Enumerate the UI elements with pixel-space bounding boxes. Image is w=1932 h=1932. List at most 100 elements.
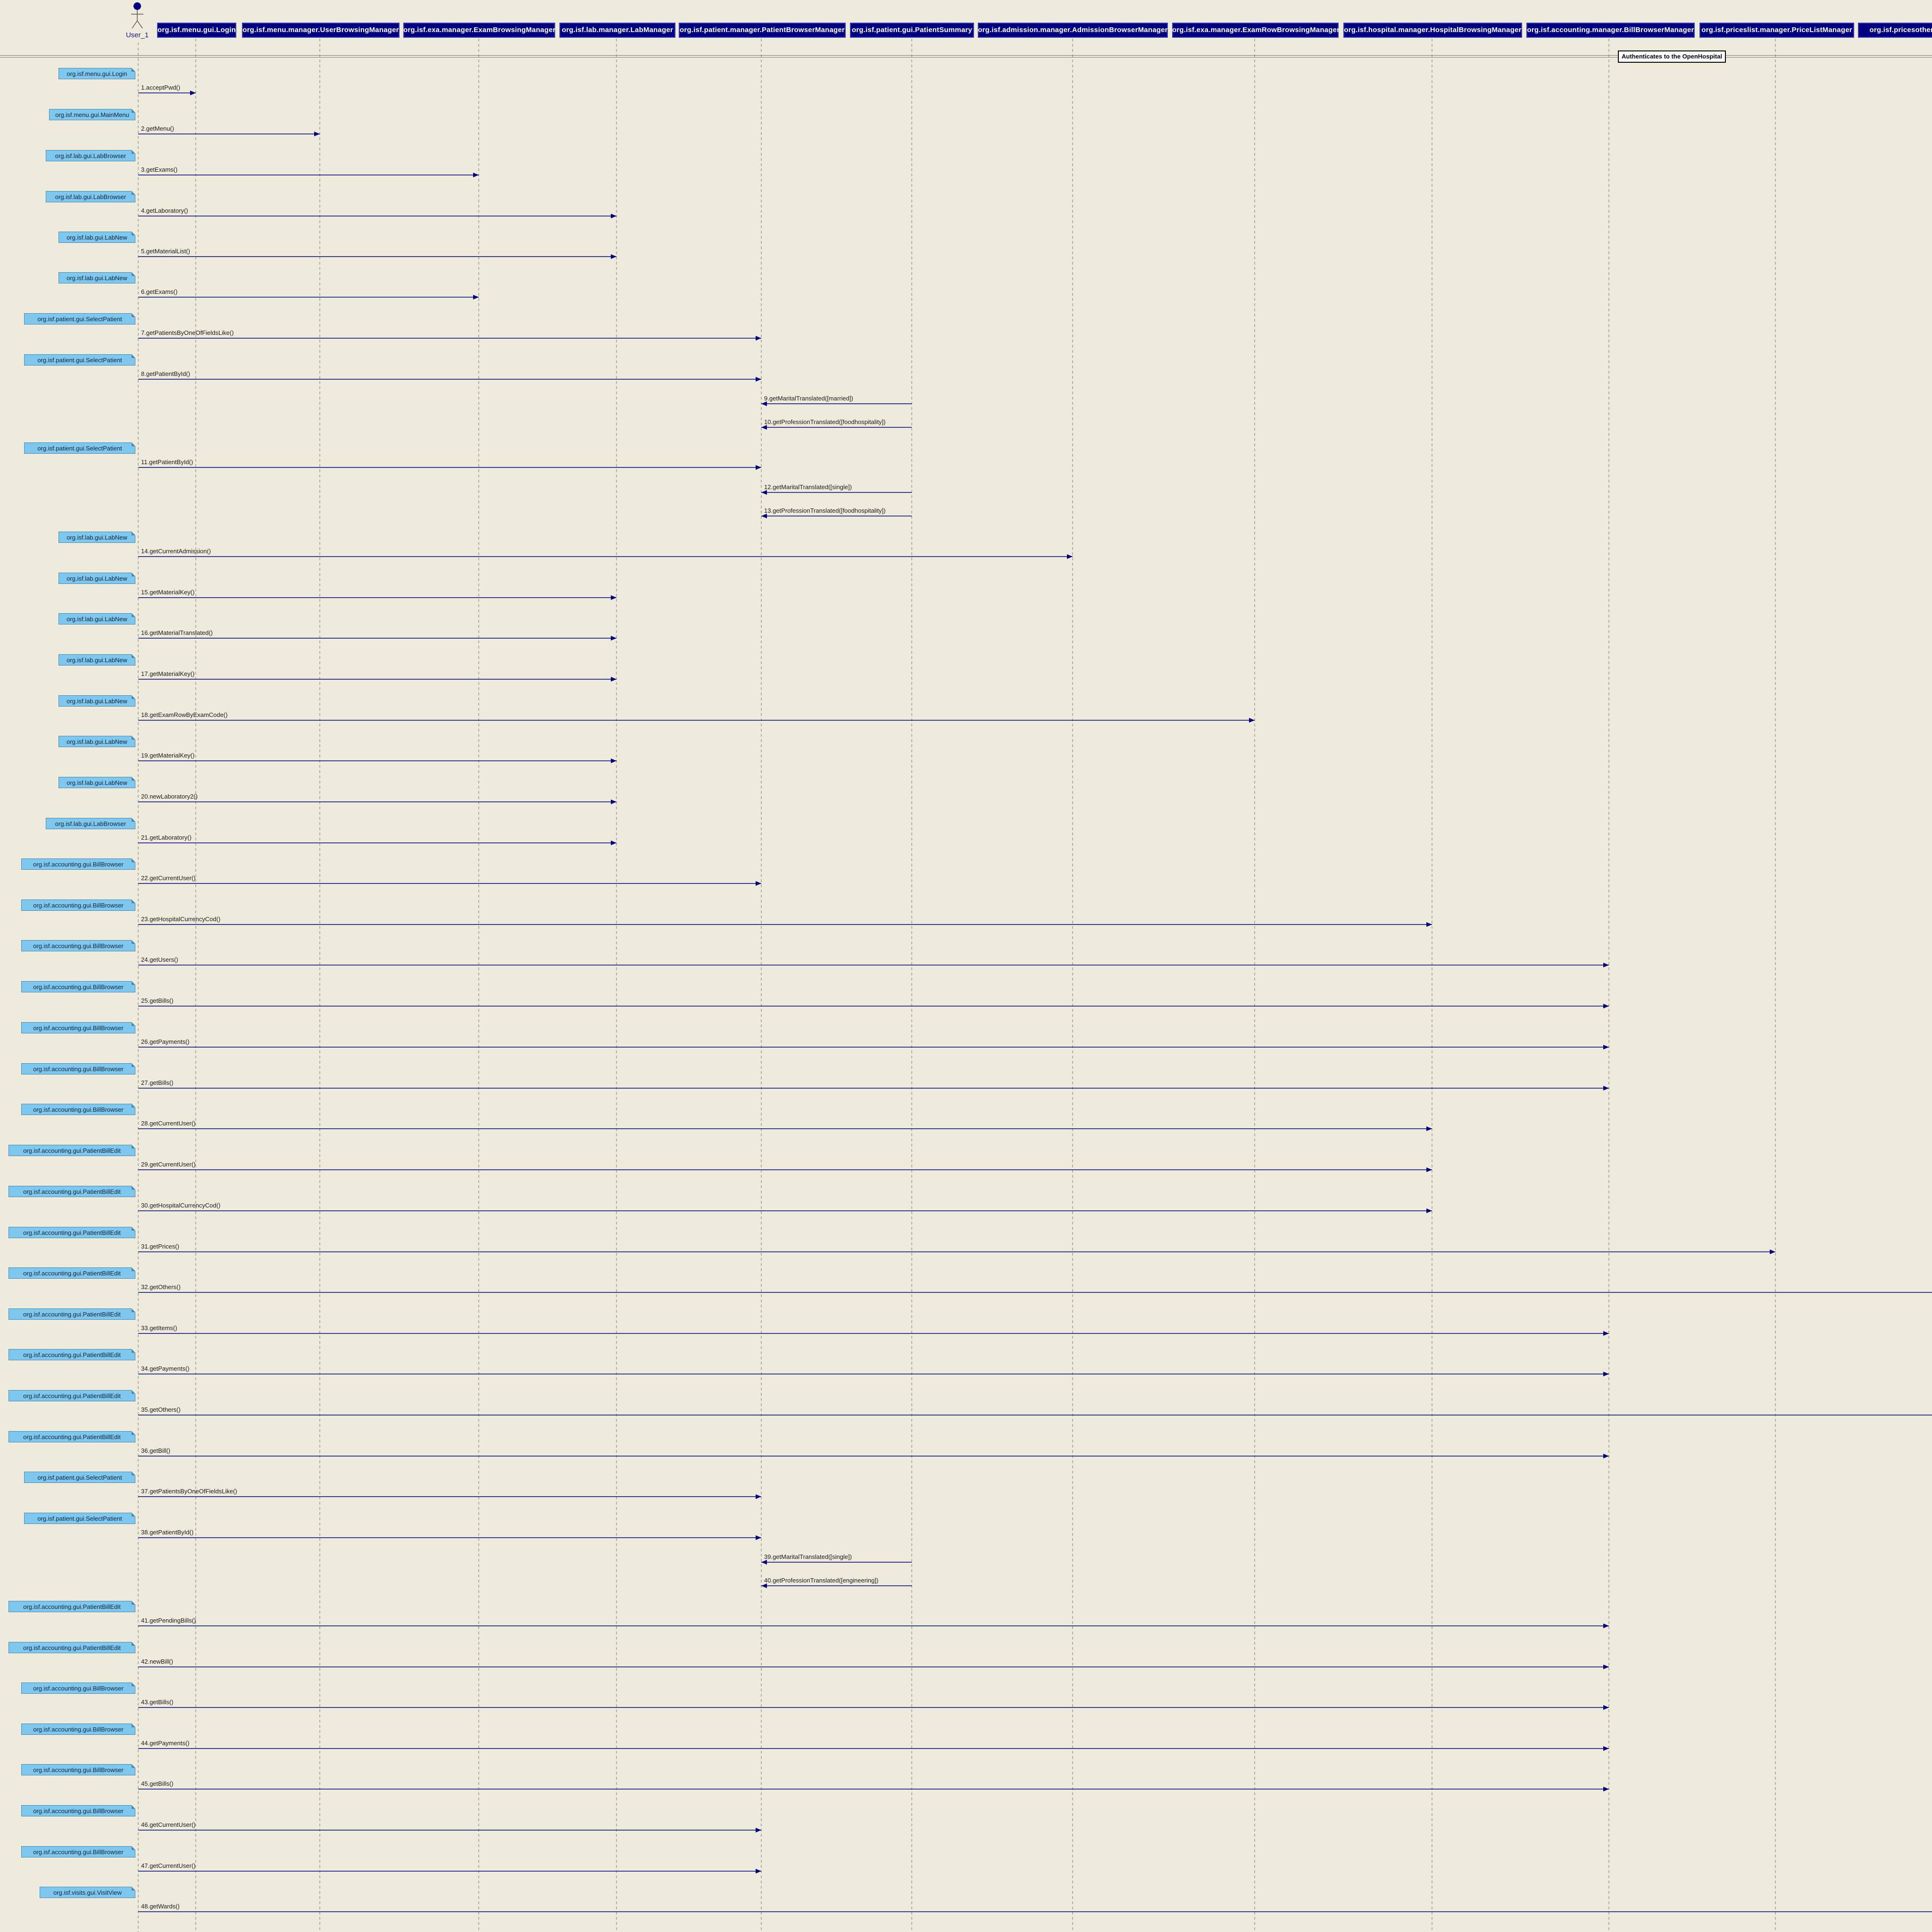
arrow-head (1249, 718, 1255, 723)
message-label: 11.getPatientById() (141, 458, 193, 466)
note: org.isf.accounting.gui.PatientBillEdit (8, 1227, 135, 1238)
note: org.isf.visits.gui.VisitView (40, 1887, 135, 1898)
note: org.isf.accounting.gui.PatientBillEdit (8, 1145, 135, 1156)
note: org.isf.accounting.gui.PatientBillEdit (8, 1267, 135, 1279)
arrow-head (756, 1828, 761, 1832)
lifeline-header: org.isf.pricesothers.m (1858, 23, 1932, 38)
arrow-head (1603, 1705, 1609, 1710)
arrow-head (1603, 1665, 1609, 1669)
message-label: 6.getExams() (141, 288, 178, 295)
arrow-head (1603, 1086, 1609, 1091)
message-label: 47.getCurrentUser() (141, 1862, 196, 1869)
note: org.isf.accounting.gui.PatientBillEdit (8, 1431, 135, 1442)
note: org.isf.accounting.gui.BillBrowser (21, 1104, 135, 1115)
note: org.isf.patient.gui.SelectPatient (24, 1513, 135, 1524)
lifeline-header: org.isf.exa.manager.ExamRowBrowsingManag… (1172, 23, 1339, 38)
note: org.isf.accounting.gui.BillBrowser (21, 1682, 135, 1694)
arrow-head (1603, 1372, 1609, 1376)
lifeline-header: org.isf.accounting.manager.BillBrowserMa… (1526, 23, 1695, 38)
message-label: 24.getUsers() (141, 956, 178, 963)
message-label: 38.getPatientById() (141, 1529, 194, 1536)
note: org.isf.accounting.gui.BillBrowser (21, 1805, 135, 1816)
arrow-head (1603, 1004, 1609, 1008)
message-label: 17.getMaterialKey() (141, 670, 195, 677)
note: org.isf.lab.gui.LabNew (58, 232, 135, 243)
message-label: 43.getBills() (141, 1699, 174, 1706)
arrow-head (761, 425, 767, 430)
message-label: 31.getPrices() (141, 1243, 179, 1250)
frame-label: Authenticates to the OpenHospital (1618, 50, 1726, 63)
message-label: 44.getPayments() (141, 1740, 190, 1747)
message-label: 33.getItems() (141, 1324, 177, 1332)
message-label: 32.getOthers() (141, 1283, 181, 1291)
note: org.isf.patient.gui.SelectPatient (24, 354, 135, 366)
note: org.isf.menu.gui.MainMenu (49, 109, 135, 120)
lifeline-header: org.isf.admission.manager.AdmissionBrows… (978, 23, 1168, 38)
lifeline-header: org.isf.menu.manager.UserBrowsingManager (242, 23, 400, 38)
message-label: 16.getMaterialTranslated() (141, 629, 213, 636)
note: org.isf.patient.gui.SelectPatient (24, 1472, 135, 1483)
arrow-head (756, 1869, 761, 1874)
message-label: 23.getHospitalCurrencyCod() (141, 916, 221, 923)
arrow-head (1603, 1454, 1609, 1458)
message-label: 21.getLaboratory() (141, 834, 192, 841)
note: org.isf.accounting.gui.BillBrowser (21, 1022, 135, 1033)
arrow-head (761, 514, 767, 518)
arrow-head (1067, 554, 1073, 559)
note: org.isf.accounting.gui.PatientBillEdit (8, 1186, 135, 1197)
message-label: 26.getPayments() (141, 1038, 190, 1045)
message-label: 41.getPendingBills() (141, 1617, 196, 1624)
message-label: 42.newBill() (141, 1658, 173, 1665)
message-label: 12.getMaritalTranslated([single]) (764, 483, 852, 491)
arrow-head (756, 377, 761, 382)
arrow-head (611, 799, 616, 804)
note: org.isf.lab.gui.LabNew (58, 573, 135, 584)
message-label: 28.getCurrentUser() (141, 1120, 196, 1127)
message-label: 15.getMaterialKey() (141, 589, 195, 596)
arrow-head (761, 401, 767, 406)
note: org.isf.accounting.gui.BillBrowser (21, 981, 135, 992)
arrow-head (473, 173, 479, 177)
arrow-head (1426, 1126, 1432, 1131)
note: org.isf.accounting.gui.PatientBillEdit (8, 1308, 135, 1320)
message-label: 39.getMaritalTranslated([single]) (764, 1553, 852, 1560)
message-label: 9.getMaritalTranslated([married]) (764, 395, 853, 402)
arrow-head (1603, 1746, 1609, 1751)
message-label: 7.getPatientsByOneOfFieldsLike() (141, 329, 234, 336)
note: org.isf.lab.gui.LabNew (58, 532, 135, 543)
note: org.isf.lab.gui.LabBrowser (46, 150, 135, 161)
message-label: 36.getBill() (141, 1447, 171, 1454)
lifeline-header: org.isf.lab.manager.LabManager (559, 23, 675, 38)
note: org.isf.accounting.gui.PatientBillEdit (8, 1642, 135, 1653)
note: org.isf.accounting.gui.PatientBillEdit (8, 1349, 135, 1360)
note: org.isf.lab.gui.LabNew (58, 272, 135, 283)
note: org.isf.menu.gui.Login (58, 68, 135, 79)
message-label: 20.newLaboratory2() (141, 793, 198, 800)
note: org.isf.lab.gui.LabBrowser (46, 818, 135, 829)
lifeline-header: org.isf.menu.gui.Login (157, 23, 236, 38)
message-label: 1.acceptPwd() (141, 84, 181, 91)
arrow-head (756, 336, 761, 341)
note: org.isf.accounting.gui.PatientBillEdit (8, 1390, 135, 1401)
message-label: 48.getWards() (141, 1903, 180, 1910)
message-label: 25.getBills() (141, 997, 174, 1004)
message-label: 18.getExamRowByExamCode() (141, 711, 228, 718)
note: org.isf.lab.gui.LabNew (58, 613, 135, 625)
arrow-head (761, 490, 767, 495)
note: org.isf.accounting.gui.BillBrowser (21, 1764, 135, 1775)
arrow-head (611, 758, 616, 763)
message-label: 2.getMenu() (141, 125, 175, 132)
arrow-head (761, 1583, 767, 1588)
message-label: 19.getMaterialKey() (141, 752, 195, 759)
arrow-head (1603, 1045, 1609, 1049)
note: org.isf.lab.gui.LabBrowser (46, 191, 135, 202)
actor-stick-figure-icon (131, 2, 143, 29)
arrow-head (1426, 1208, 1432, 1213)
message-label: 13.getProfessionTranslated([foodhospital… (764, 507, 886, 514)
note: org.isf.accounting.gui.BillBrowser (21, 899, 135, 911)
arrow-head (611, 636, 616, 641)
message-label: 8.getPatientById() (141, 370, 191, 377)
message-label: 37.getPatientsByOneOfFieldsLike() (141, 1488, 237, 1495)
